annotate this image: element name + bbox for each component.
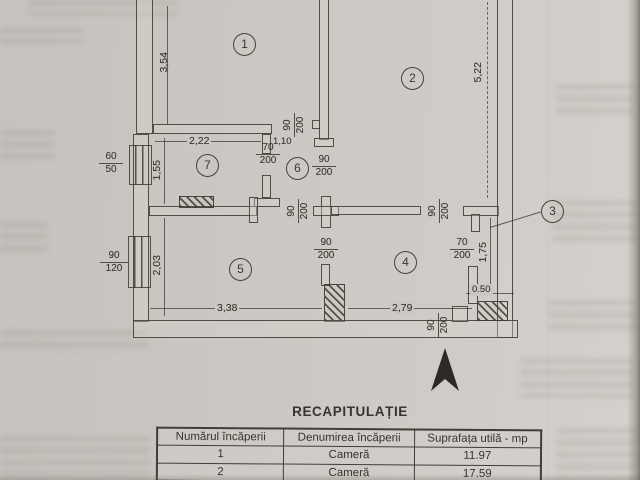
wall [312,120,320,129]
dimension-line [167,6,169,124]
room-number-5: 5 [229,258,252,281]
column-header-usable-area: Suprafața utilă - mp [414,429,542,449]
bleed-through-artifact [0,330,148,354]
fraction-denominator: 200 [438,316,450,334]
dimension-label: 2,79 [390,302,415,315]
chimney-hatch [324,284,345,322]
column-header-room-number: Numărul încăperii [157,427,284,447]
door-size-label: 90 200 [314,237,338,261]
bleed-through-artifact [556,84,634,118]
bleed-through-artifact [0,436,150,476]
fraction-denominator: 120 [105,262,123,274]
wall [314,138,334,147]
window-size-label: 90 120 [100,250,128,274]
fraction-denominator: 200 [439,202,451,220]
wall [133,320,518,338]
fraction-numerator: 60 [99,151,123,164]
fraction-numerator: 90 [312,154,336,167]
dimension-line [164,218,166,316]
fraction-denominator: 50 [105,163,117,175]
wall [249,197,258,223]
window-symbol [128,236,151,288]
wall [471,214,480,232]
dimension-line [487,2,488,198]
wall [321,264,330,286]
wall-step [452,306,468,322]
dimension-line [164,138,166,204]
fraction-numerator: 90 [286,199,299,223]
fraction-numerator: 90 [314,237,338,250]
wall [321,196,331,228]
chimney-hatch [477,301,508,321]
bleed-through-artifact [0,222,48,256]
fraction-denominator: 200 [453,249,471,261]
fraction-denominator: 200 [298,202,310,220]
fraction-denominator: 200 [294,116,306,134]
dimension-label: 0.50 [470,284,493,296]
column-header-room-name: Denumirea încăperii [283,428,415,448]
room-number-2: 2 [401,67,424,90]
room-number-1: 1 [233,33,256,56]
wall [153,124,272,134]
wall [331,206,421,215]
fraction-denominator: 200 [317,249,335,261]
bleed-through-artifact [28,0,178,16]
recap-table: Numărul încăperii Denumirea încăperii Su… [155,426,543,480]
fraction-numerator: 90 [426,313,439,337]
bleed-through-artifact [548,300,636,336]
dimension-label: 1,75 [476,242,489,263]
door-size-label: 70 200 [256,142,280,166]
cell-room-number: 1 [156,445,284,464]
fraction-numerator: 70 [450,237,474,250]
window-symbol [129,145,152,185]
room-number-7: 7 [196,154,219,177]
room-number-4: 4 [394,251,417,274]
dimension-label: 1,55 [150,160,163,181]
window-size-label: 60 50 [99,151,123,175]
page-edge-shadow [627,0,640,480]
dimension-label: 2,03 [150,255,163,276]
dimension-label: 5,22 [471,62,484,83]
door-size-label: 90 200 [282,113,306,137]
fraction-denominator: 200 [259,154,277,166]
recap-title: RECAPITULAȚIE [292,404,408,419]
bleed-through-artifact [556,428,638,478]
wall [313,206,339,216]
wall [262,175,271,198]
chimney-hatch [179,196,214,208]
dimension-label: 3,54 [157,52,170,73]
page-edge-shadow [0,474,640,480]
room-number-6: 6 [286,157,309,180]
door-size-label: 90 200 [286,199,310,223]
dimension-label: 3,38 [215,302,240,315]
door-size-label: 70 200 [450,237,474,261]
bleed-through-artifact [0,28,85,44]
wall [319,0,329,140]
wall [262,134,271,154]
wall [254,198,280,207]
fraction-denominator: 200 [315,166,333,178]
wall [463,206,499,216]
north-arrow-icon [431,348,459,391]
fraction-numerator: 90 [427,199,440,223]
dimension-label: 2,22 [187,135,212,148]
fraction-numerator: 90 [282,113,295,137]
door-size-label: 90 200 [312,154,336,178]
bleed-through-artifact [0,130,55,160]
bleed-through-artifact [552,200,636,244]
fraction-numerator: 70 [256,142,280,155]
wall [136,0,153,134]
room-number-3: 3 [541,200,564,223]
paper-crease [547,0,549,480]
dimension-line [490,218,492,296]
wall [497,0,513,338]
cell-room-name: Cameră [283,446,415,465]
fraction-numerator: 90 [100,250,128,263]
dimension-label: 1,10 [273,136,292,147]
bleed-through-artifact [520,358,634,398]
cell-usable-area: 11.97 [414,447,542,466]
door-size-label: 90 200 [427,199,451,223]
door-size-label: 90 200 [426,313,450,337]
